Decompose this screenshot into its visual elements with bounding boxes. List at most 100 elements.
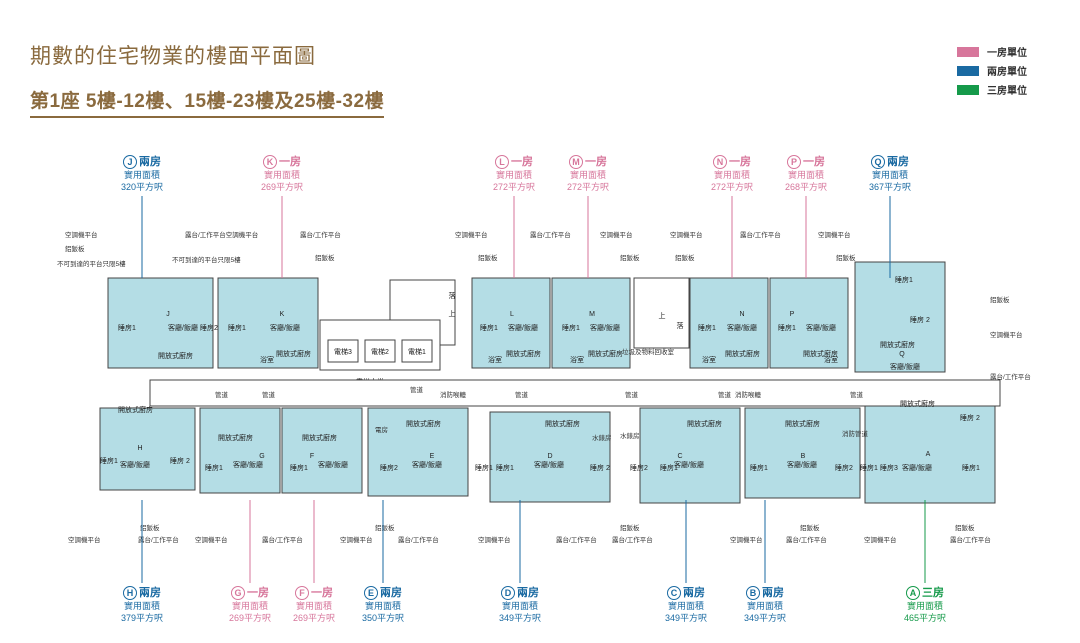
lift-2-label: 電梯2 [371, 347, 389, 356]
unit-type: 一房 [729, 156, 751, 168]
unit-letter-marker: D [547, 453, 552, 460]
bedroom-label: 睡房1 [205, 463, 223, 472]
unit-letter-badge: Q [871, 155, 885, 169]
unit-area-label: 實用面積 [569, 170, 606, 180]
kitchen-label: 開放式廚房 [880, 340, 915, 349]
unit-area: 320平方呎 [120, 182, 164, 192]
lift-3 [327, 339, 359, 363]
unit-m-block [551, 277, 631, 369]
corridor-label: 管道 [262, 390, 276, 399]
bedroom-label: 睡房1 [475, 463, 493, 472]
annotation-label: 空調機平台 [68, 535, 101, 544]
unit-letter-marker: H [137, 445, 142, 452]
legend: 一房單位 兩房單位 三房單位 [957, 42, 1027, 99]
unit-c-block [639, 407, 741, 504]
annotation-label: 露台/工作平台 [138, 535, 179, 544]
legend-swatch [957, 84, 979, 95]
bath-label: 浴室 [570, 355, 584, 364]
legend-item-three-bed: 三房單位 [957, 80, 1027, 99]
unit-area: 272平方呎 [566, 182, 610, 192]
kitchen-label: 開放式廚房 [803, 349, 838, 358]
bedroom-label: 睡房1 [496, 463, 514, 472]
bedroom-label: 睡房1 [290, 463, 308, 472]
unit-area-label: 實用面積 [787, 170, 824, 180]
annotation-label: 鋁鈑板 [675, 253, 695, 262]
unit-h-block [99, 407, 196, 491]
living-room-label: 客廳/飯廳 [233, 460, 263, 469]
annotation-label: 鋁鈑板 [955, 523, 975, 532]
annotation-label: 鋁鈑板 [375, 523, 395, 532]
annotation-label: 不可到達的平台只限5樓 [172, 255, 241, 264]
unit-type: 一房 [279, 156, 301, 168]
kitchen-label: 開放式廚房 [687, 419, 722, 428]
stair-up-label: 上 [449, 309, 456, 318]
bedroom-label: 睡房1 [962, 463, 980, 472]
kitchen-label: 開放式廚房 [725, 349, 760, 358]
kitchen-label: 開放式廚房 [218, 433, 253, 442]
unit-area-label: 實用面積 [871, 170, 908, 180]
stair-down-label: 落 [677, 321, 684, 330]
annotation-label: 露台/工作平台 [556, 535, 597, 544]
page-subtitle: 第1座 5樓-12樓、15樓-23樓及25樓-32樓 [30, 86, 385, 118]
annotation-label: 鋁鈑板 [620, 253, 640, 262]
corridor-label: 管道 [410, 385, 424, 394]
annotation-label: 空調機平台 [864, 535, 897, 544]
unit-q-block [854, 261, 946, 373]
bedroom-2-label: 睡房2 [200, 323, 218, 332]
bedroom-label: 睡房1 [895, 275, 913, 284]
unit-area-label: 實用面積 [495, 170, 532, 180]
fire-hose-label: 消防喉轆 [440, 390, 467, 399]
elec-room-label: 電房 [375, 425, 388, 434]
refuse-room-label: 垃圾及物料回收室 [622, 347, 675, 356]
annotation-label: 露台/工作平台 [300, 230, 341, 239]
bedroom-2-label: 睡房 2 [910, 315, 930, 324]
annotation-label: 露台/工作平台 [398, 535, 439, 544]
annotation-label: 鋁鈑板 [140, 523, 160, 532]
unit-type: 兩房 [517, 587, 539, 599]
legend-label: 一房單位 [987, 48, 1027, 59]
lift-3-label: 電梯3 [334, 347, 352, 356]
unit-area: 349平方呎 [498, 613, 542, 623]
unit-l-block [471, 277, 551, 369]
annotation-label: 空調機平台 [455, 230, 488, 239]
unit-area-label: 實用面積 [501, 601, 538, 611]
corridor [149, 379, 1001, 407]
unit-letter-marker: L [510, 311, 514, 318]
bedroom-3-label: 睡房3 [880, 463, 898, 472]
unit-letter-marker: B [801, 453, 806, 460]
annotation-label: 露台/工作平台 [262, 535, 303, 544]
unit-b-block [744, 407, 861, 499]
living-room-label: 客廳/飯廳 [318, 460, 348, 469]
fire-hose-label: 消防喉轆 [735, 390, 762, 399]
unit-g-block [199, 407, 281, 494]
unit-letter-marker: F [310, 453, 314, 460]
unit-a-block [864, 397, 996, 504]
unit-letter-badge: N [713, 155, 727, 169]
unit-area: 465平方呎 [903, 613, 947, 623]
unit-letter-badge: J [123, 155, 137, 169]
annotation-label: 鋁鈑板 [315, 253, 335, 262]
unit-area: 269平方呎 [228, 613, 272, 623]
unit-area-label: 實用面積 [123, 601, 160, 611]
annotation-label: 露台/工作平台 [612, 535, 653, 544]
corridor-label: 管道 [625, 390, 639, 399]
legend-item-one-bed: 一房單位 [957, 42, 1027, 61]
